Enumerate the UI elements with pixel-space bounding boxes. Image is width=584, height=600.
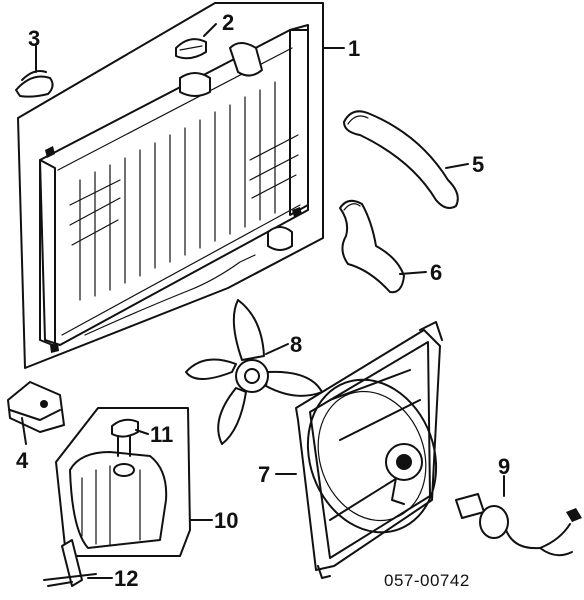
- temp-switch: [455, 493, 582, 557]
- fan-shroud: [295, 321, 443, 579]
- mount-bracket: [7, 381, 65, 433]
- reservoir-group: [55, 407, 191, 557]
- upper-hose: [343, 110, 459, 209]
- radiator-group: [17, 2, 324, 369]
- reservoir-stay: [43, 539, 97, 587]
- callout-2: 2: [222, 10, 234, 35]
- callout-6: 6: [430, 260, 442, 285]
- reservoir-cap: [111, 418, 139, 477]
- callout-9: 9: [498, 454, 510, 479]
- radiator-cap: [175, 38, 207, 60]
- fan-blade: [185, 299, 323, 445]
- radiator-lower-outlet: [267, 226, 293, 251]
- callout-10: 10: [214, 508, 238, 533]
- radiator-fins: [69, 81, 299, 301]
- callout-4: 4: [16, 448, 29, 473]
- radiator-right-tank: [289, 24, 309, 216]
- callout-8: 8: [290, 332, 302, 357]
- radiator-boundary: [17, 2, 324, 369]
- radiator-filler-neck: [179, 72, 211, 97]
- callout-3: 3: [28, 26, 40, 51]
- callout-7: 7: [258, 462, 270, 487]
- leader-lines: [21, 23, 505, 579]
- catalog-number: 057-00742: [384, 571, 470, 590]
- callout-1: 1: [348, 36, 360, 61]
- radiator-upper-neck: [229, 42, 263, 77]
- lower-hose: [339, 199, 405, 294]
- callout-11: 11: [150, 422, 173, 447]
- callout-12: 12: [114, 566, 138, 591]
- hose-clip: [15, 70, 54, 98]
- callout-5: 5: [472, 152, 484, 177]
